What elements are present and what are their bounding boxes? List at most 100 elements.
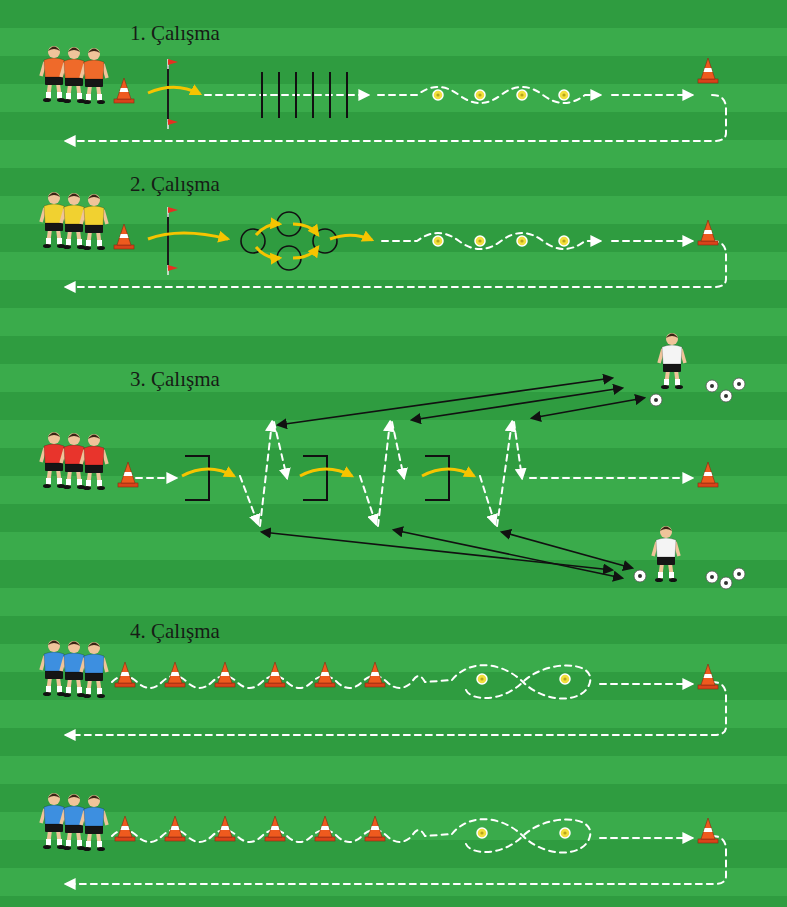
- cone-body: [701, 462, 715, 483]
- drill-title: 4. Çalışma: [130, 620, 220, 643]
- mini-hurdle: [425, 456, 449, 500]
- cone-body: [268, 816, 282, 837]
- player-shirt: [64, 806, 84, 825]
- player-head: [660, 526, 672, 538]
- dashed-run: [205, 94, 368, 96]
- player-sock: [46, 92, 51, 98]
- floor-marker-dot: [562, 93, 565, 96]
- training-cone: [265, 662, 285, 687]
- football: [706, 380, 718, 392]
- hoop-ring: [241, 229, 265, 253]
- floor-marker: [560, 828, 570, 838]
- cone-base: [315, 837, 335, 841]
- football: [733, 568, 745, 580]
- training-cone: [698, 58, 718, 83]
- floor-marker: [475, 236, 485, 246]
- cone-body: [701, 220, 715, 241]
- cone-base: [115, 837, 135, 841]
- player-sock: [97, 841, 102, 847]
- player-hair: [660, 527, 672, 532]
- football-patch: [724, 394, 728, 398]
- player-figure: [61, 641, 87, 697]
- player-figure: [41, 46, 67, 102]
- pitch-stripe: [0, 896, 787, 907]
- dashed-run: [514, 422, 522, 478]
- player-shoe: [43, 692, 51, 696]
- yellow-pass-arrow: [330, 235, 372, 240]
- player-shoe: [97, 694, 105, 698]
- cone-stripe: [171, 826, 180, 830]
- player-hair: [48, 794, 60, 799]
- floor-marker: [517, 236, 527, 246]
- pass-double-arrow: [412, 388, 622, 420]
- player-sock: [664, 379, 669, 385]
- player-sock: [77, 93, 82, 99]
- player-figure: [61, 433, 87, 489]
- cone-base: [698, 685, 718, 689]
- player-shirt: [44, 204, 64, 223]
- player-sock: [46, 478, 51, 484]
- cone-base: [114, 245, 134, 249]
- cone-base: [698, 241, 718, 245]
- player-sock: [86, 841, 91, 847]
- player-shoe: [83, 246, 91, 250]
- cone-body: [218, 816, 232, 837]
- pitch-stripe: [0, 252, 787, 280]
- pitch-stripe: [0, 308, 787, 336]
- player-head: [88, 194, 100, 206]
- cone-stripe: [221, 826, 230, 830]
- pitch-stripe: [0, 868, 787, 896]
- player-shirt: [84, 807, 104, 826]
- player-figure: [81, 795, 107, 851]
- floor-marker-dot: [563, 831, 566, 834]
- yellow-pass-arrow: [293, 247, 318, 258]
- gate-line: [167, 66, 169, 122]
- training-cone: [365, 662, 385, 687]
- pass-double-arrow: [502, 532, 632, 568]
- football: [634, 570, 646, 582]
- player-sock: [669, 572, 674, 578]
- player-head: [68, 193, 80, 205]
- player-hair: [68, 642, 80, 647]
- cone-stripe: [704, 230, 713, 234]
- cone-body: [117, 224, 131, 245]
- dashed-run: [382, 233, 600, 249]
- dashed-run: [360, 476, 376, 524]
- floor-marker: [517, 90, 527, 100]
- dashed-run: [240, 476, 258, 524]
- player-sock: [77, 687, 82, 693]
- football: [720, 390, 732, 402]
- floor-marker-dot: [562, 239, 565, 242]
- player-sock: [57, 92, 62, 98]
- cone-base: [265, 683, 285, 687]
- player-hair: [88, 643, 100, 648]
- player-hair: [68, 795, 80, 800]
- player-shirt: [64, 445, 84, 464]
- dashed-run: [274, 422, 287, 478]
- cone-body: [117, 78, 131, 99]
- dashed-run: [612, 94, 692, 96]
- dashed-run: [480, 476, 495, 524]
- pitch-stripe: [0, 0, 787, 28]
- dashed-run: [66, 241, 726, 287]
- training-cone: [365, 816, 385, 841]
- player-sock: [97, 240, 102, 246]
- player-figure: [81, 642, 107, 698]
- player-head: [88, 48, 100, 60]
- player-shoe: [63, 846, 71, 850]
- cone-stripe: [704, 674, 713, 678]
- cone-stripe: [371, 826, 380, 830]
- dashed-run: [66, 95, 726, 141]
- dashed-run: [260, 422, 272, 526]
- dashed-run: [497, 422, 512, 526]
- cone-base: [115, 683, 135, 687]
- agility-ladder-rung: [329, 72, 331, 118]
- player-figure: [81, 194, 107, 250]
- cone-body: [368, 816, 382, 837]
- pitch-stripe: [0, 812, 787, 840]
- player-shoe: [83, 847, 91, 851]
- pitch-stripe: [0, 196, 787, 224]
- cone-stripe: [271, 826, 280, 830]
- player-figure: [41, 793, 67, 849]
